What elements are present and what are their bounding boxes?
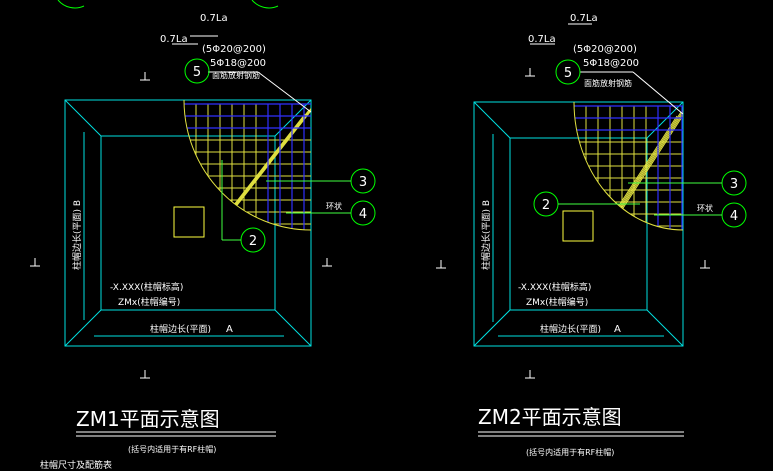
zm1-dim-top-2: 0.7La bbox=[160, 34, 188, 45]
zm1-bottom-letter: A bbox=[226, 324, 233, 335]
zm2-plan-drawing: 0.7La 0.7La (5Φ20@200) 5Φ18@200 面筋放射钢筋 5… bbox=[436, 13, 747, 457]
zm2-bottom-label: 柱帽边长(平面) bbox=[540, 323, 601, 335]
zm2-rebar-note-3: 面筋放射钢筋 bbox=[584, 78, 632, 88]
zm1-subtitle: (括号内适用于有RF柱帽) bbox=[128, 444, 216, 454]
zm1-inner-outline bbox=[100, 135, 276, 311]
zm1-elev-label: -X.XXX(柱帽标高) bbox=[110, 281, 183, 293]
zm2-rebar-note-1: (5Φ20@200) bbox=[573, 44, 637, 55]
zm1-callout-3-text: 3 bbox=[359, 175, 367, 190]
zm1-side-label: 柱帽边长(平面) B bbox=[71, 200, 83, 270]
zm2-callout-2-text: 2 bbox=[542, 198, 550, 213]
zm1-callout-4-text: 4 bbox=[359, 207, 367, 222]
zm2-callout-5-text: 5 bbox=[564, 66, 572, 81]
zm2-title: ZM2平面示意图 bbox=[478, 405, 622, 429]
zm2-dim-top-2: 0.7La bbox=[528, 34, 556, 45]
zm1-rebar-note-2: 5Φ18@200 bbox=[210, 58, 266, 69]
zm1-plan-drawing: 0.7La 0.7La (5Φ20@200) 5Φ18@200 面筋放射钢筋 5… bbox=[30, 13, 376, 454]
zm1-ring-label: 环状 bbox=[326, 201, 342, 211]
zm2-title-underline bbox=[478, 431, 684, 437]
zm2-column-square bbox=[562, 210, 594, 242]
zm2-ring-label: 环状 bbox=[697, 203, 713, 213]
zm2-elev-label: -X.XXX(柱帽标高) bbox=[518, 281, 591, 293]
zm2-callout-4-text: 4 bbox=[730, 209, 738, 224]
zm2-quadrant-arc bbox=[573, 101, 684, 231]
zm1-callout-5-circle bbox=[184, 58, 210, 84]
footer-note: 柱帽尺寸及配筋表 bbox=[40, 459, 112, 471]
zm2-section-marks bbox=[436, 68, 710, 379]
zm2-callout-leaders bbox=[558, 182, 722, 216]
zm2-dim-top-1: 0.7La bbox=[570, 13, 598, 24]
zm1-top-leaders bbox=[172, 35, 312, 113]
zm2-corner-diagonals bbox=[473, 101, 684, 347]
zm2-bottom-letter: A bbox=[614, 324, 621, 335]
zm2-id-label: ZMx(柱帽编号) bbox=[526, 296, 588, 308]
zm2-rebar-note-2: 5Φ18@200 bbox=[583, 58, 639, 69]
zm1-rebar-note-3: 面筋放射钢筋 bbox=[212, 70, 260, 80]
zm2-dimension-lines bbox=[492, 134, 664, 337]
zm2-side-label: 柱帽边长(平面) B bbox=[480, 200, 492, 270]
zm1-callout-5-text: 5 bbox=[193, 65, 201, 80]
zm1-corner-diagonals bbox=[64, 99, 312, 347]
zm1-id-label: ZMx(柱帽编号) bbox=[118, 296, 180, 308]
zm2-outer-outline bbox=[473, 101, 684, 347]
zm1-quadrant-arc bbox=[183, 99, 312, 231]
zm1-outer-outline bbox=[64, 99, 312, 347]
zm1-section-marks bbox=[30, 72, 332, 379]
rebar-diagonal bbox=[609, 103, 683, 227]
zm1-callout-2-text: 2 bbox=[249, 234, 257, 249]
zm2-subtitle: (括号内适用于有RF柱帽) bbox=[526, 447, 614, 457]
top-cutoff-circles bbox=[57, 0, 279, 9]
zm1-title: ZM1平面示意图 bbox=[76, 407, 220, 431]
zm1-bottom-label: 柱帽边长(平面) bbox=[150, 323, 211, 335]
zm1-callout-leaders bbox=[221, 160, 351, 241]
rebar-diagonal bbox=[223, 100, 311, 223]
zm1-dim-top-1: 0.7La bbox=[200, 13, 228, 24]
zm2-callout-5-circle bbox=[555, 59, 581, 85]
zm1-rebar-note-1: (5Φ20@200) bbox=[202, 44, 266, 55]
zm1-title-underline bbox=[76, 431, 276, 437]
rebar-diagonal bbox=[613, 102, 683, 223]
zm1-dimension-lines bbox=[83, 132, 284, 337]
zm1-column-square bbox=[173, 206, 205, 238]
zm2-callout-3-text: 3 bbox=[730, 177, 738, 192]
zm2-top-leaders bbox=[530, 23, 684, 115]
